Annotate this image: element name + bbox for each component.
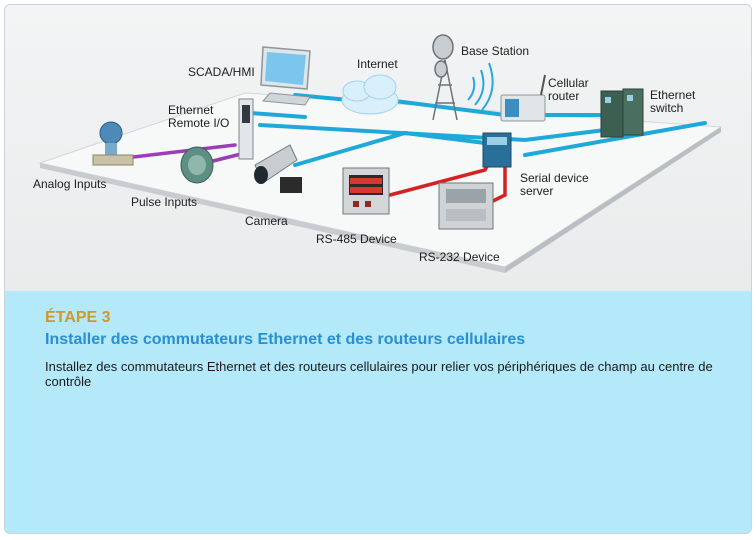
platform-edge <box>40 163 505 273</box>
label-internet: Internet <box>357 57 398 71</box>
base-station-tower <box>432 34 458 121</box>
step-number: ÉTAPE 3 <box>45 309 111 326</box>
ethernet-link-serial-server <box>403 131 487 145</box>
label-camera: Camera <box>245 214 288 228</box>
ethernet-switch <box>600 88 644 138</box>
scada-monitor <box>260 46 311 106</box>
ethernet-link-backbone <box>258 123 607 143</box>
network-diagram: SCADA/HMI Internet Base Station Cellular… <box>5 5 751 291</box>
cellular-router <box>500 74 546 122</box>
rs232-device <box>438 182 494 230</box>
analog-transmitter <box>92 121 134 166</box>
serial-device-server <box>482 132 512 168</box>
label-scada-hmi: SCADA/HMI <box>188 65 255 79</box>
ethernet-remote-io <box>238 98 254 160</box>
internet-cloud <box>341 74 399 115</box>
rs485-device <box>342 167 390 215</box>
ethernet-link-switch-front <box>523 121 707 157</box>
label-rs232-device: RS-232 Device <box>419 250 500 264</box>
ethernet-link-camera <box>293 131 407 167</box>
label-analog-inputs: Analog Inputs <box>33 177 107 191</box>
ethernet-link-remote-io <box>248 111 307 119</box>
step-description: Installez des commutateurs Ethernet et d… <box>45 359 713 389</box>
label-ethernet-switch: Ethernet switch <box>650 88 696 115</box>
ethernet-links <box>248 93 707 167</box>
label-rs485-device: RS-485 Device <box>316 232 397 246</box>
label-serial-device-server: Serial device server <box>520 171 589 198</box>
network-diagram-svg <box>38 34 723 273</box>
label-base-station: Base Station <box>461 44 530 58</box>
label-cellular-router: Cellular router <box>548 76 589 103</box>
camera <box>254 144 302 193</box>
pulse-meter <box>180 146 214 184</box>
label-ethernet-remote-io: Ethernet Remote I/O <box>168 103 230 130</box>
wireless-signal <box>467 62 494 111</box>
label-pulse-inputs: Pulse Inputs <box>131 195 198 209</box>
step-info-panel: ÉTAPE 3 Installer des commutateurs Ether… <box>5 291 751 533</box>
step-title: Installer des commutateurs Ethernet et d… <box>45 331 526 348</box>
analog-link-1 <box>123 143 237 160</box>
platform-edge-right <box>505 127 721 273</box>
step-card: SCADA/HMI Internet Base Station Cellular… <box>4 4 752 534</box>
